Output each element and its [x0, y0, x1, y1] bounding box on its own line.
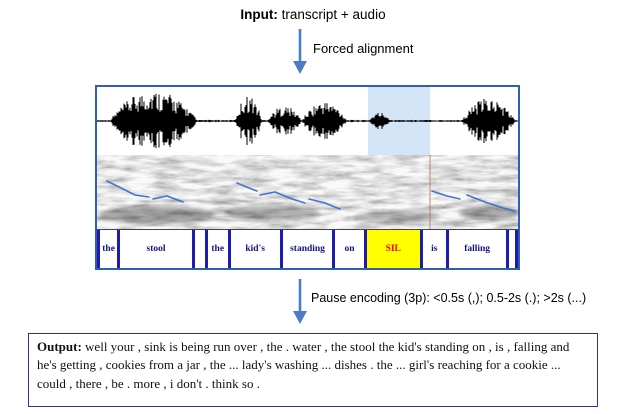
- input-title-rest: transcript + audio: [277, 7, 386, 22]
- output-box: Output: well your , sink is being run ov…: [28, 333, 598, 407]
- word-boundary: [332, 230, 336, 268]
- aligned-word: is: [431, 244, 438, 254]
- word-boundary: [419, 230, 423, 268]
- word-boundary: [204, 230, 208, 268]
- down-arrow-icon: [293, 29, 307, 74]
- output-text: well your , sink is being run over , the…: [37, 339, 570, 391]
- word-boundary: [117, 230, 121, 268]
- aligned-word: the: [211, 244, 225, 254]
- aligned-word: the: [102, 244, 115, 254]
- input-title: Input: transcript + audio: [0, 7, 626, 22]
- word-boundary: [363, 230, 367, 268]
- alignment-figure: the stool the kid's standing on SIL is falling: [95, 85, 520, 270]
- waveform-icon: [97, 93, 518, 149]
- word-boundary: [227, 230, 231, 268]
- word-boundary: [97, 230, 100, 268]
- output-label: Output:: [37, 339, 82, 354]
- aligned-word: on: [344, 244, 355, 254]
- aligned-word: stool: [146, 244, 166, 254]
- down-arrow-icon: [293, 279, 307, 324]
- waveform-panel: [97, 87, 518, 155]
- aligned-word: [195, 230, 205, 268]
- spectrogram-icon: [97, 155, 518, 229]
- word-alignment-track: the stool the kid's standing on SIL is falling: [97, 229, 519, 268]
- word-boundary: [505, 230, 509, 268]
- aligned-word-sil: SIL: [366, 230, 420, 268]
- pitch-contours: [106, 180, 516, 212]
- aligned-word: falling: [464, 244, 491, 254]
- word-boundary: [445, 230, 449, 268]
- word-boundary: [279, 230, 283, 268]
- spectrogram-panel: [97, 155, 518, 229]
- aligned-word: kid's: [245, 244, 265, 254]
- word-boundary: [515, 230, 519, 268]
- aligned-word: standing: [290, 244, 325, 254]
- pause-encoding-label: Pause encoding (3p): <0.5s (,); 0.5-2s (…: [311, 291, 587, 305]
- input-title-bold: Input:: [240, 7, 278, 22]
- word-boundary: [191, 230, 195, 268]
- forced-alignment-label: Forced alignment: [313, 41, 414, 56]
